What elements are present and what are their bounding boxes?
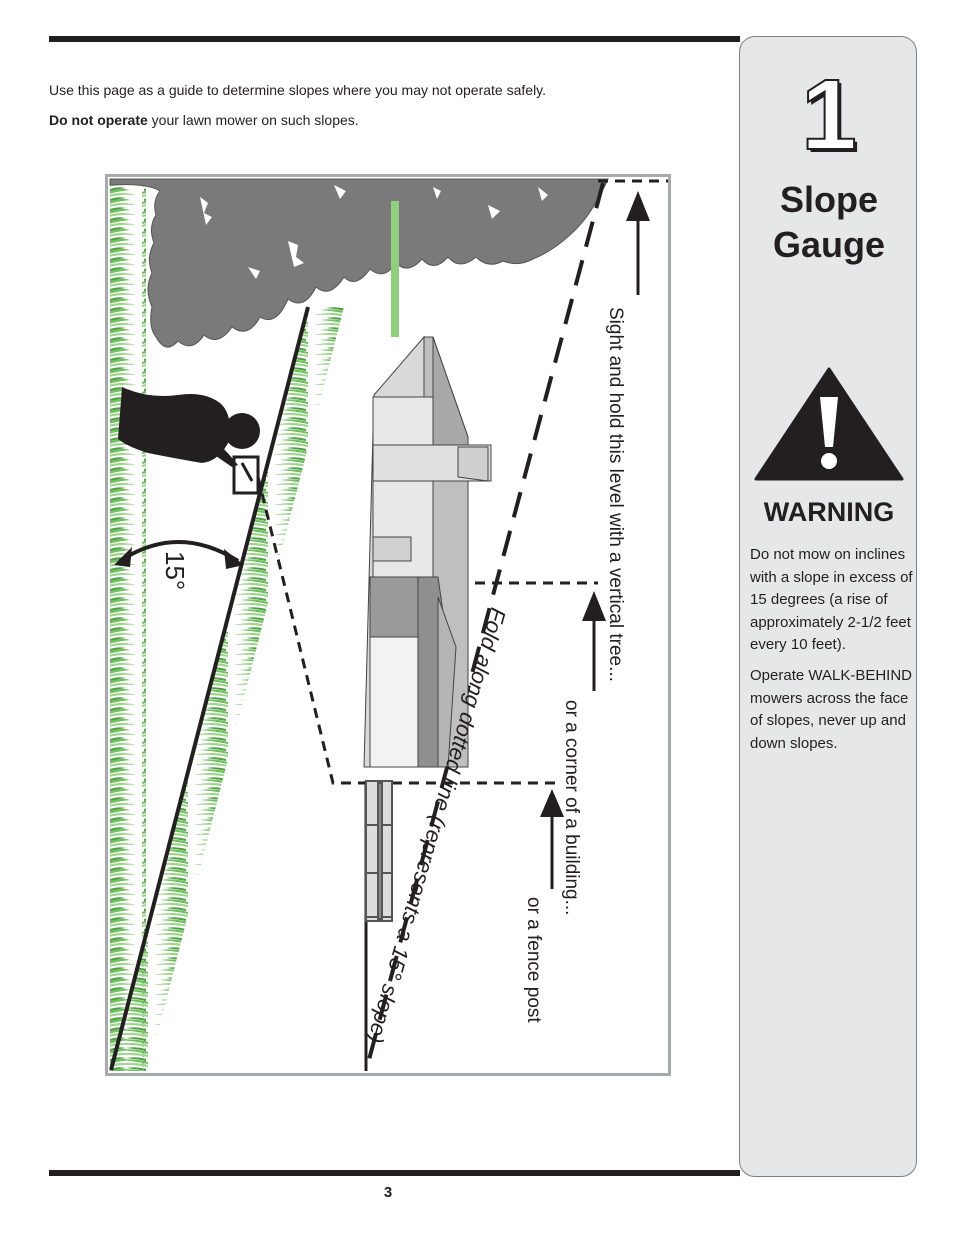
bottom-rule [49,1170,740,1176]
label-fence-post: or a fence post [523,897,544,1023]
intro-line-1: Use this page as a guide to determine sl… [49,82,547,98]
canopy-highlights [200,185,548,279]
grass-slope [110,307,344,1071]
section-title: Slope Gauge [740,177,918,267]
slope-gauge-illustration [109,178,668,1072]
arrow-up-icon [540,789,564,889]
warning-heading: WARNING [763,497,895,527]
label-building-corner: or a corner of a building... [561,700,582,916]
fold-dashed-line [364,182,605,1072]
arrow-up-icon [626,191,650,295]
slope-gauge-figure: Sight and hold this level with a vertica… [105,174,671,1076]
tree-canopy [109,178,609,348]
hedge [391,201,399,337]
warning-text-2: Operate WALK-BEHIND mowers across the fa… [750,667,912,752]
fence [364,780,393,1071]
warning-triangle-icon [754,367,904,481]
angle-label: 15° [160,551,190,591]
grass-strip-left [110,179,146,1071]
arc-arrowhead-right [224,549,244,569]
sight-dashed-line [256,476,558,785]
arrow-up-icon [582,591,606,691]
arc-arrowhead-left [114,547,132,567]
side-panel: 1 Slope Gauge WARNING Do not mow on incl… [739,36,917,1177]
label-vertical-tree: Sight and hold this level with a vertica… [605,307,626,682]
section-title-line-1: Slope [779,179,878,220]
intro-line-2: Do not operate your lawn mower on such s… [49,111,359,129]
warning-text-1: Do not mow on inclines with a slope in e… [750,546,913,653]
person-silhouette [118,387,260,467]
top-rule [49,36,740,42]
page-number: 3 [383,1184,393,1201]
intro-bold-text: Do not operate [49,112,148,128]
house [363,335,492,768]
chapter-number: 1 [800,59,858,171]
section-title-line-2: Gauge [772,224,886,265]
intro-rest-text: your lawn mower on such slopes. [147,112,359,128]
level-device [232,455,260,495]
slope-line [109,306,310,1071]
